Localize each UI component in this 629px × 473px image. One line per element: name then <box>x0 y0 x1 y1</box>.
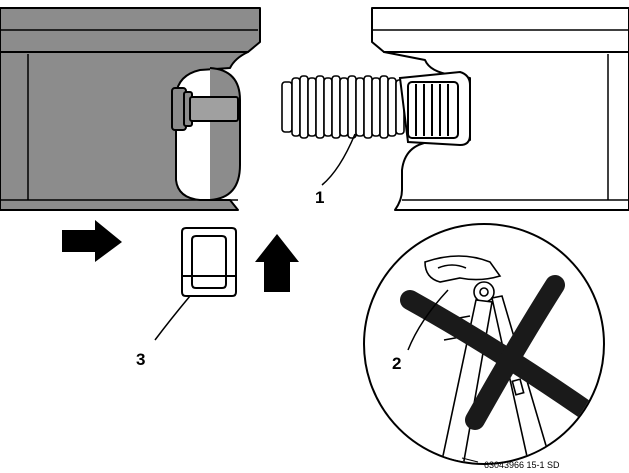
pliers-jaw-icon <box>424 255 502 283</box>
docid-underline <box>461 457 479 463</box>
leader-line-3 <box>154 295 191 341</box>
prohibited-cross-icon <box>400 275 603 430</box>
left-connector-plug <box>171 87 239 131</box>
arrow-up-icon <box>255 234 299 292</box>
document-id: 63043966 15-1 SD <box>484 460 560 470</box>
leader-line-2 <box>407 289 449 351</box>
retaining-clip-loose <box>181 227 237 297</box>
prohibited-tool-detail <box>363 223 605 465</box>
corrugated-hose <box>281 75 405 139</box>
callout-3: 3 <box>136 350 145 369</box>
retaining-clip-installed <box>398 70 471 147</box>
leader-line-1 <box>321 133 356 186</box>
callout-2: 2 <box>392 354 401 373</box>
right-housing <box>371 7 629 211</box>
arrow-right-icon <box>62 220 122 262</box>
callout-1: 1 <box>315 188 324 207</box>
